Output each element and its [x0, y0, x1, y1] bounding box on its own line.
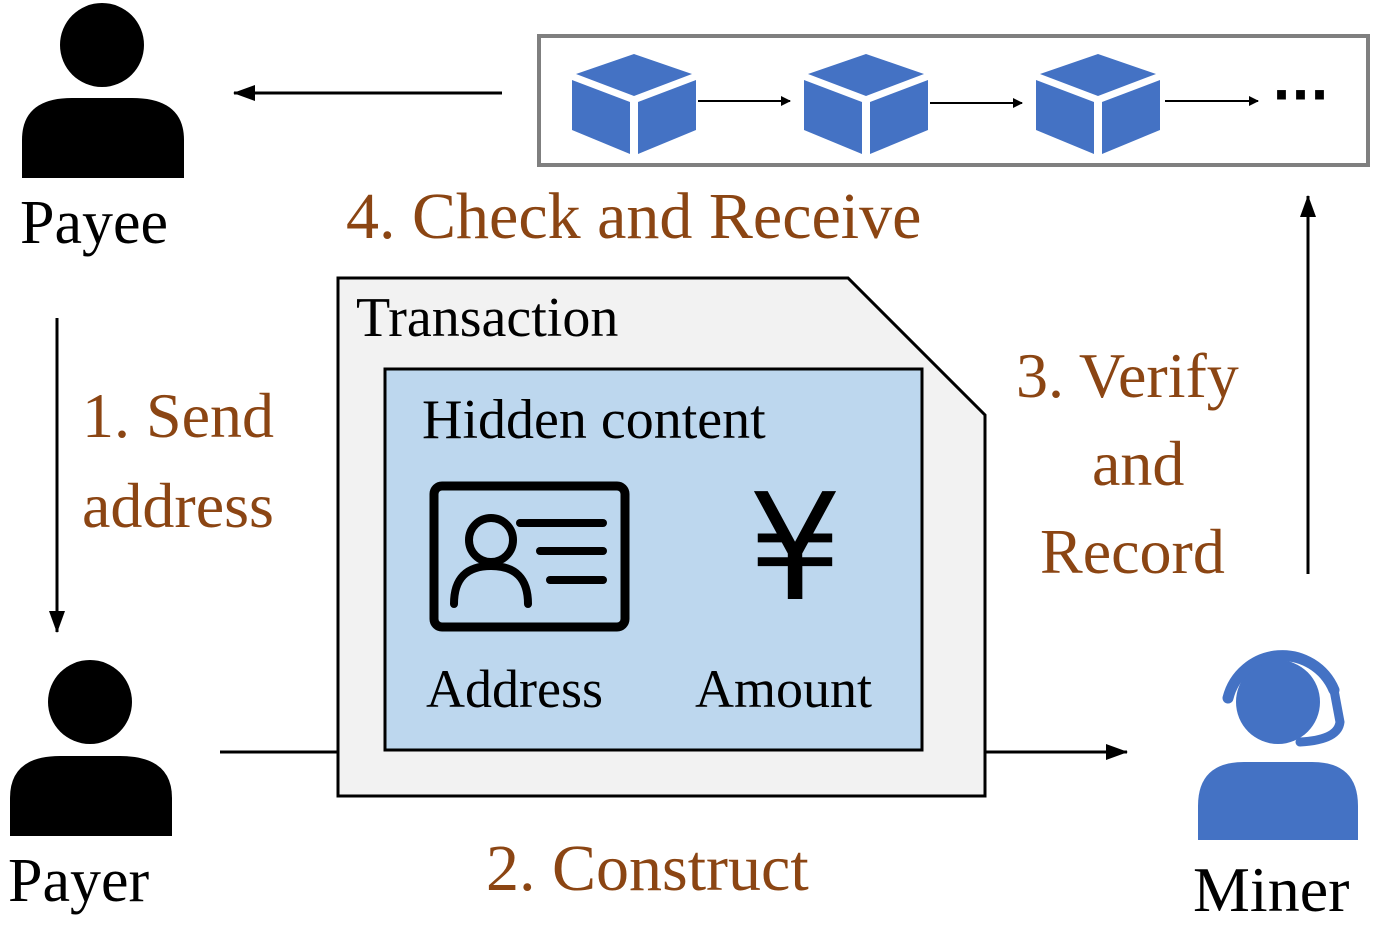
- payer-person-icon: [10, 660, 172, 836]
- amount-label: Amount: [695, 659, 873, 719]
- payer-label: Payer: [8, 847, 150, 915]
- miner-headset-icon: [1198, 650, 1358, 840]
- yen-icon: ¥: [748, 462, 843, 634]
- step3-label-line1: 3. Verify: [1016, 340, 1239, 411]
- hidden-content-title: Hidden content: [422, 389, 766, 451]
- id-card-icon: [429, 481, 630, 632]
- step2-label: 2. Construct: [486, 832, 809, 905]
- address-label: Address: [426, 659, 603, 719]
- payee-person-icon: [22, 3, 184, 178]
- step3-label-line2: and: [1092, 428, 1185, 499]
- step3-label-line3: Record: [1040, 516, 1225, 587]
- transaction-title: Transaction: [356, 287, 619, 349]
- chain-ellipsis: ···: [1272, 66, 1329, 124]
- step1-label-line1: 1. Send: [82, 380, 274, 451]
- payee-label: Payee: [20, 189, 169, 257]
- step4-label: 4. Check and Receive: [346, 180, 922, 253]
- miner-label: Miner: [1193, 854, 1350, 925]
- step1-label-line2: address: [82, 470, 274, 541]
